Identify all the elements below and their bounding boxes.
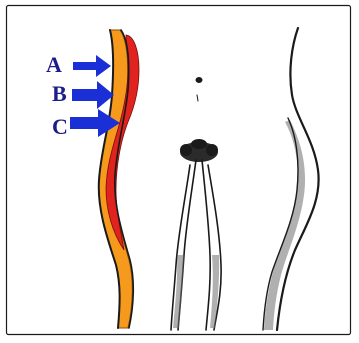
- label-b: B: [52, 81, 67, 106]
- label-a: A: [46, 52, 62, 77]
- navel: [196, 77, 203, 83]
- label-c: C: [52, 114, 68, 139]
